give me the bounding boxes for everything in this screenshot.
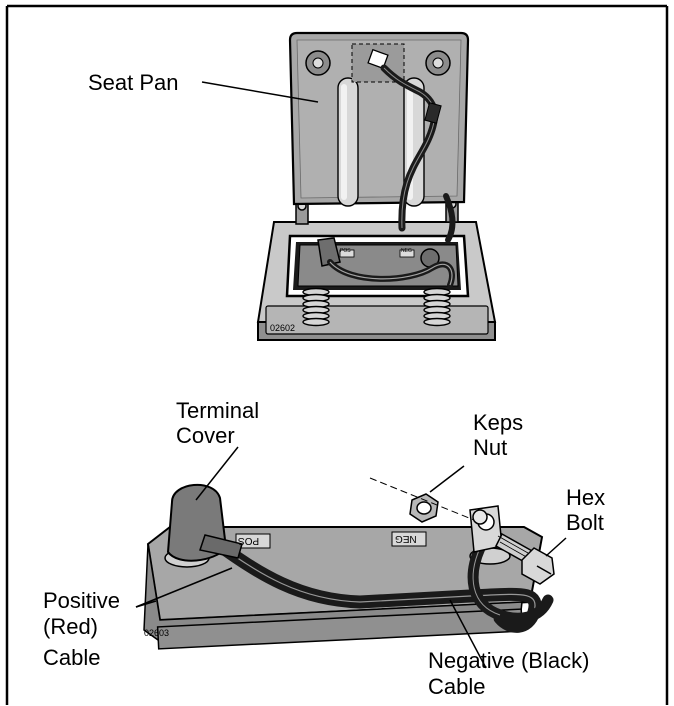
negative-cable-label-line2: Cable — [428, 674, 486, 699]
battery-cable-diagram — [143, 477, 555, 650]
battery-box — [256, 221, 497, 341]
pos-mark-top: POS — [340, 248, 351, 254]
hex-bolt-label-line1: Hex — [566, 485, 606, 510]
terminal-cover — [166, 484, 243, 562]
keps-nut-label-line2: Nut — [473, 435, 508, 460]
positive-cable-label-line2: (Red) — [43, 614, 99, 639]
neg-mark-top: NEG — [401, 248, 412, 254]
seat-pan-leader — [201, 81, 319, 103]
negative-cable-label-line1: Negative (Black) — [428, 648, 590, 673]
seat-spring-right — [423, 287, 451, 327]
neg-mark: NEG — [395, 533, 417, 544]
hex-bolt — [495, 532, 555, 585]
hex-bolt-label-line2: Bolt — [566, 510, 604, 535]
keps-nut — [409, 493, 439, 523]
seat-pan-label: Seat Pan — [88, 70, 179, 95]
terminal-cover-label-line1: Terminal — [176, 398, 260, 423]
seat-pan — [288, 31, 470, 243]
figure-frame — [5, 4, 669, 705]
positive-cable-label-line3: Cable — [43, 645, 101, 670]
seat-spring-left — [302, 287, 330, 327]
seat-pan-diagram — [256, 31, 497, 341]
figure-code-bottom: 02603 — [144, 628, 170, 638]
positive-cable-label-line1: Positive — [43, 588, 121, 613]
keps-nut-label-line1: Keps — [473, 410, 524, 435]
label-leaders — [135, 446, 567, 669]
pos-mark: POS — [238, 535, 260, 546]
terminal-cover-label-line2: Cover — [176, 423, 235, 448]
keps-nut-axis — [369, 477, 475, 521]
figure-code-top: 02602 — [270, 323, 296, 333]
